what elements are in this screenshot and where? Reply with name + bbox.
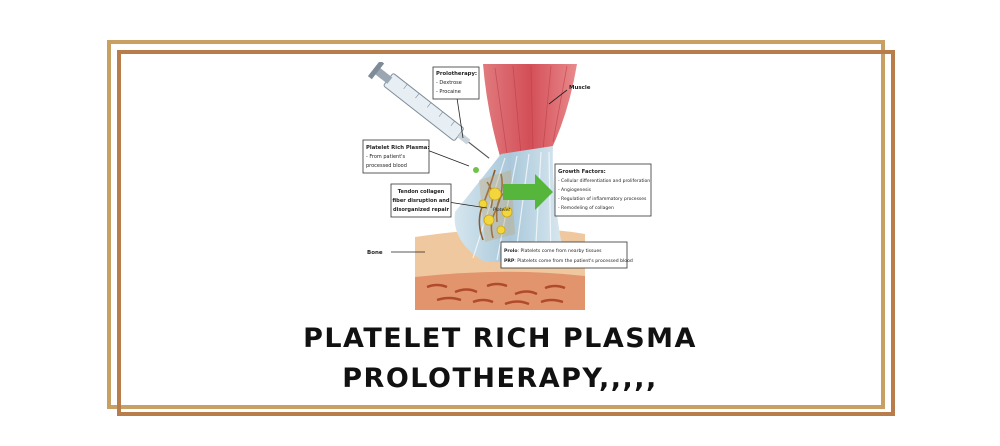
product-title-line-1: PLATELET RICH PLASMA [303,323,697,354]
growth-factor-1: - Cellular differentiation and prolifera… [558,178,650,184]
prolo-source-line: Prolo: Platelets come from nearby tissue… [504,248,602,254]
prp-source-text: : Platelets come from the patient's proc… [514,258,633,264]
prolo-source-label: Prolo [504,248,518,254]
platelet-label: Platelet [493,207,510,213]
muscle-label: Muscle [569,85,591,91]
growth-factor-2: - Angiogenesis [558,187,592,193]
tendon-note-line-1: Tendon collagen [398,189,445,195]
prp-line-2: processed blood [366,163,407,169]
growth-factor-3: - Regulation of inflammatory processes [558,196,647,202]
bone-label: Bone [367,250,383,256]
growth-factors-heading: Growth Factors: [558,169,606,175]
prp-callout: Platelet Rich Plasma: - From patient's p… [362,139,429,174]
platelet-cluster-graphic [478,187,513,235]
platelet-source-callout: Prolo: Platelets come from nearby tissue… [500,241,633,269]
tendon-disruption-callout: Tendon collagen fiber disruption and dis… [390,183,452,218]
prolotherapy-callout: Prolotherapy: - Dextrose - Procaine [432,66,480,100]
growth-factor-4: - Remodeling of collagen [558,205,614,211]
prolotherapy-line-2: - Procaine [436,89,461,95]
prp-source-line: PRP: Platelets come from the patient's p… [504,258,633,264]
outer-decorative-frame [107,40,885,409]
inner-decorative-frame [117,50,895,416]
growth-arrow-graphic [503,174,553,210]
prp-heading: Platelet Rich Plasma: [366,145,429,151]
tendon-note-line-3: disorganized repair [393,207,450,213]
muscle-graphic [483,64,577,160]
tendon-graphic [454,146,565,262]
prp-prolotherapy-diagram: Platelet Prolotherapy: - Dextrose [362,62,652,310]
growth-factors-callout: Growth Factors: - Cellular differentiati… [554,163,652,217]
prolo-source-text: : Platelets come from nearby tissues [518,248,603,254]
prolotherapy-line-1: - Dextrose [436,80,462,86]
prolotherapy-heading: Prolotherapy: [436,71,477,77]
prp-source-label: PRP [504,258,515,264]
tendon-note-line-2: fiber disruption and [392,198,450,204]
prp-line-1: - From patient's [366,154,406,160]
product-title-line-2: PROLOTHERAPY,,,,, [342,363,658,394]
syringe-graphic [367,62,490,173]
